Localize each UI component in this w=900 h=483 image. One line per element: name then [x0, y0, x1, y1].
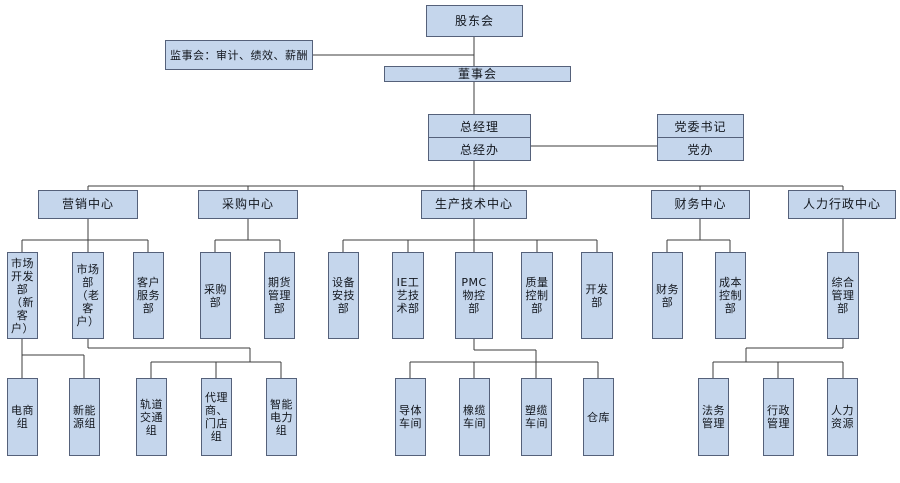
- node-label: 代理 商、 门店 组: [205, 391, 228, 443]
- node-quality-control-dept[interactable]: 质量 控制 部: [521, 252, 553, 339]
- node-smart-power-group[interactable]: 智能 电力 组: [266, 378, 297, 456]
- node-general-manager[interactable]: 总经理 总经办: [428, 114, 531, 161]
- node-label: 设备 安技 部: [332, 276, 355, 315]
- node-label: 电商 组: [11, 404, 34, 430]
- node-plastic-cable-workshop[interactable]: 塑缆 车间: [521, 378, 552, 456]
- node-label: 营销中心: [61, 197, 114, 211]
- node-ie-process-technology-dept[interactable]: IE工 艺技 术部: [392, 252, 424, 339]
- node-development-dept[interactable]: 开发 部: [581, 252, 613, 339]
- node-pmc-material-control-dept[interactable]: PMC 物控 部: [455, 252, 493, 339]
- node-label: 塑缆 车间: [525, 404, 548, 430]
- node-ecommerce-group[interactable]: 电商 组: [7, 378, 38, 456]
- node-production-technology-center[interactable]: 生产技术中心: [421, 190, 527, 219]
- node-label: 新能 源组: [73, 404, 96, 430]
- node-market-development-dept[interactable]: 市场 开发 部 （新客 户）: [7, 252, 38, 339]
- node-human-resources[interactable]: 人力 资源: [827, 378, 858, 456]
- node-label: 开发 部: [585, 282, 609, 309]
- node-rubber-cable-workshop[interactable]: 橡缆 车间: [459, 378, 490, 456]
- node-market-dept-existing-customers[interactable]: 市场 部 （老客 户）: [72, 252, 104, 339]
- general-manager-label: 总经理: [429, 115, 530, 138]
- node-customer-service-dept[interactable]: 客户 服务 部: [133, 252, 164, 339]
- node-new-energy-group[interactable]: 新能 源组: [69, 378, 100, 456]
- node-finance-dept[interactable]: 财务 部: [652, 252, 683, 339]
- node-purchasing-center[interactable]: 采购中心: [198, 190, 298, 219]
- node-label: 采购中心: [221, 197, 274, 211]
- node-label: 人力 资源: [831, 404, 854, 430]
- node-hr-admin-center[interactable]: 人力行政中心: [788, 190, 896, 219]
- party-office-label: 党办: [687, 142, 714, 157]
- node-label: 股东会: [454, 13, 494, 28]
- node-label: 行政 管理: [767, 404, 790, 430]
- node-board-of-directors[interactable]: 董事会: [384, 66, 571, 82]
- node-party-secretary[interactable]: 党委书记 党办: [657, 114, 744, 161]
- node-cost-control-dept[interactable]: 成本 控制 部: [715, 252, 746, 339]
- party-secretary-label: 党委书记: [658, 115, 743, 138]
- node-warehouse[interactable]: 仓库: [583, 378, 614, 456]
- node-label: 导体 车间: [399, 404, 422, 430]
- node-label: 成本 控制 部: [719, 276, 742, 315]
- node-label: 客户 服务 部: [137, 276, 160, 315]
- node-label: 法务 管理: [702, 404, 725, 430]
- node-purchasing-dept[interactable]: 采购 部: [200, 252, 231, 339]
- node-label: 综合 管理 部: [831, 276, 855, 315]
- node-label: 监事会：审计、绩效、薪酬: [170, 48, 308, 62]
- general-manager-office-label: 总经办: [459, 142, 499, 157]
- node-agent-and-store-group[interactable]: 代理 商、 门店 组: [201, 378, 232, 456]
- node-label: PMC 物控 部: [461, 276, 487, 315]
- node-label: 智能 电力 组: [270, 397, 293, 437]
- node-label: 质量 控制 部: [525, 276, 549, 315]
- node-label: 董事会: [457, 66, 497, 81]
- node-finance-center[interactable]: 财务中心: [651, 190, 750, 219]
- node-label: 市场 开发 部 （新客 户）: [11, 256, 34, 335]
- node-label: 财务中心: [674, 197, 727, 211]
- node-label: 生产技术中心: [434, 197, 513, 211]
- node-label: 橡缆 车间: [463, 404, 486, 430]
- node-label: 人力行政中心: [802, 197, 881, 211]
- node-label: 财务 部: [656, 282, 679, 309]
- node-equipment-installation-dept[interactable]: 设备 安技 部: [328, 252, 359, 339]
- node-label: 轨道 交通 组: [140, 397, 163, 437]
- node-administrative-management[interactable]: 行政 管理: [763, 378, 794, 456]
- node-label: IE工 艺技 术部: [396, 276, 420, 315]
- node-label: 采购 部: [204, 282, 227, 309]
- node-supervisory-board[interactable]: 监事会：审计、绩效、薪酬: [165, 40, 313, 70]
- node-label: 仓库: [587, 410, 610, 424]
- node-legal-management[interactable]: 法务 管理: [698, 378, 729, 456]
- node-conductor-workshop[interactable]: 导体 车间: [395, 378, 426, 456]
- node-general-management-dept[interactable]: 综合 管理 部: [827, 252, 859, 339]
- node-futures-management-dept[interactable]: 期货 管理 部: [264, 252, 295, 339]
- node-label: 市场 部 （老客 户）: [76, 263, 100, 328]
- node-marketing-center[interactable]: 营销中心: [38, 190, 138, 219]
- node-shareholders[interactable]: 股东会: [426, 5, 523, 37]
- node-label: 期货 管理 部: [268, 276, 291, 315]
- node-rail-transit-group[interactable]: 轨道 交通 组: [136, 378, 167, 456]
